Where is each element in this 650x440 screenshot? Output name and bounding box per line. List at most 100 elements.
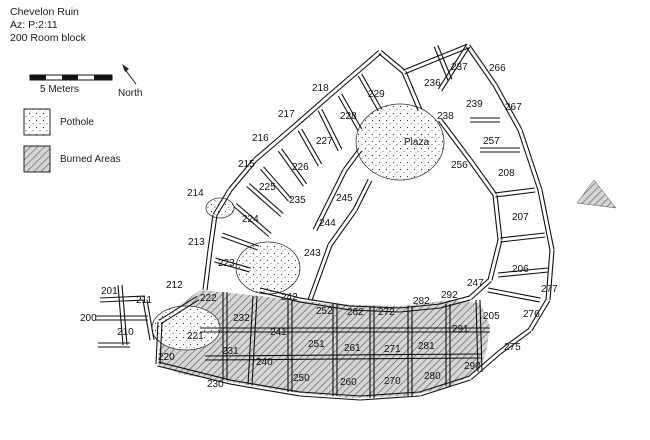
room-label: 235 bbox=[289, 195, 306, 206]
site-number: Az: P:2:11 bbox=[10, 19, 58, 31]
burned-area bbox=[158, 290, 490, 398]
wall-line bbox=[342, 148, 359, 170]
scale-bar bbox=[29, 74, 113, 81]
pothole-swatch bbox=[23, 108, 51, 136]
room-label: 225 bbox=[259, 182, 276, 193]
room-label: 238 bbox=[437, 111, 454, 122]
scale-label: 5 Meters bbox=[40, 84, 79, 95]
wall-line bbox=[253, 128, 290, 159]
wall-line bbox=[527, 298, 547, 330]
pothole bbox=[355, 103, 445, 181]
wall-line bbox=[419, 375, 470, 393]
room-label: 218 bbox=[312, 83, 329, 94]
room-label: 211 bbox=[136, 295, 152, 306]
wall-line bbox=[541, 189, 555, 250]
room-label: 207 bbox=[512, 212, 529, 223]
room-labels: 2002012052062072082102112122132142152162… bbox=[80, 62, 558, 390]
wall-line bbox=[399, 303, 440, 309]
map-title-block: Chevelon Ruin Az: P:2:11 200 Room block bbox=[10, 6, 86, 45]
wall-line bbox=[469, 44, 498, 85]
wall-line bbox=[487, 291, 540, 303]
wall-line bbox=[468, 350, 500, 377]
room-label: 237 bbox=[451, 62, 468, 73]
room-label: 291 bbox=[452, 324, 469, 335]
room-label: 205 bbox=[483, 311, 500, 322]
legend-burned-label: Burned Areas bbox=[60, 154, 121, 165]
room-label: 236 bbox=[424, 78, 441, 89]
room-label: 262 bbox=[347, 307, 364, 318]
wall-line bbox=[216, 190, 233, 217]
wall-line bbox=[465, 46, 494, 87]
room-label: 210 bbox=[117, 327, 134, 338]
room-label: 212 bbox=[166, 280, 183, 291]
wall-line bbox=[346, 150, 363, 172]
wall-line bbox=[297, 130, 319, 167]
pothole bbox=[205, 197, 235, 219]
room-label: 267 bbox=[505, 102, 522, 113]
wall-line bbox=[99, 295, 145, 299]
room-label: 256 bbox=[451, 160, 468, 171]
wall-line bbox=[497, 267, 548, 274]
wall-line bbox=[441, 46, 471, 92]
wall-line bbox=[496, 83, 523, 130]
wall-line bbox=[400, 307, 441, 313]
wall-line bbox=[299, 395, 360, 401]
wall-line bbox=[263, 166, 292, 200]
room-label: 242 bbox=[281, 292, 298, 303]
room-label: 290 bbox=[464, 361, 481, 372]
room-label: 271 bbox=[384, 344, 401, 355]
room-label: 227 bbox=[316, 136, 333, 147]
room-label: 261 bbox=[344, 343, 361, 354]
room-label: 282 bbox=[413, 296, 430, 307]
wall-line bbox=[121, 284, 128, 345]
wall-line bbox=[378, 53, 404, 74]
wall-line bbox=[499, 232, 545, 239]
wall-line bbox=[247, 295, 254, 385]
room-label: 245 bbox=[336, 193, 353, 204]
room-label: 250 bbox=[293, 373, 310, 384]
wall-line bbox=[439, 295, 470, 305]
room-label: 272 bbox=[378, 307, 395, 318]
wall-line bbox=[349, 309, 400, 313]
wall-line bbox=[158, 295, 198, 321]
wall-line bbox=[331, 170, 348, 202]
wall-line bbox=[441, 118, 473, 160]
room-label: 201 bbox=[101, 286, 118, 297]
wall-line bbox=[356, 180, 373, 212]
room-label: 230 bbox=[207, 379, 224, 390]
pothole bbox=[235, 241, 301, 295]
wall-line bbox=[404, 47, 469, 75]
room-label: 275 bbox=[504, 342, 521, 353]
wall-line bbox=[433, 46, 449, 81]
wall-line bbox=[495, 191, 536, 198]
wall-line bbox=[437, 120, 469, 162]
wall-line bbox=[498, 271, 549, 278]
room-label: 231 bbox=[222, 346, 239, 357]
room-label: 228 bbox=[340, 111, 357, 122]
wall-line bbox=[246, 186, 282, 217]
wall-line bbox=[317, 110, 339, 152]
wall-line bbox=[479, 299, 483, 372]
room-label: 244 bbox=[319, 218, 336, 229]
wall-line bbox=[468, 278, 490, 297]
wall-line bbox=[437, 45, 453, 80]
wall-line bbox=[337, 95, 359, 132]
wall-line bbox=[360, 395, 421, 401]
wall-line bbox=[361, 73, 383, 110]
wall-line bbox=[229, 383, 300, 397]
wall-line bbox=[281, 148, 308, 185]
wall-line bbox=[159, 322, 163, 365]
room-label: 241 bbox=[270, 327, 287, 338]
room-label: 260 bbox=[340, 377, 357, 388]
site-name: Chevelon Ruin bbox=[10, 6, 79, 18]
room-label: 214 bbox=[187, 188, 204, 199]
wall-line bbox=[260, 168, 289, 202]
wall-line bbox=[212, 188, 229, 215]
wall-line bbox=[330, 53, 382, 97]
room-label: 215 bbox=[238, 159, 255, 170]
wall-line bbox=[488, 287, 541, 299]
wall-line bbox=[288, 93, 330, 129]
room-label: 224 bbox=[242, 214, 259, 225]
wall-line bbox=[230, 379, 301, 393]
wall-line bbox=[255, 131, 292, 162]
